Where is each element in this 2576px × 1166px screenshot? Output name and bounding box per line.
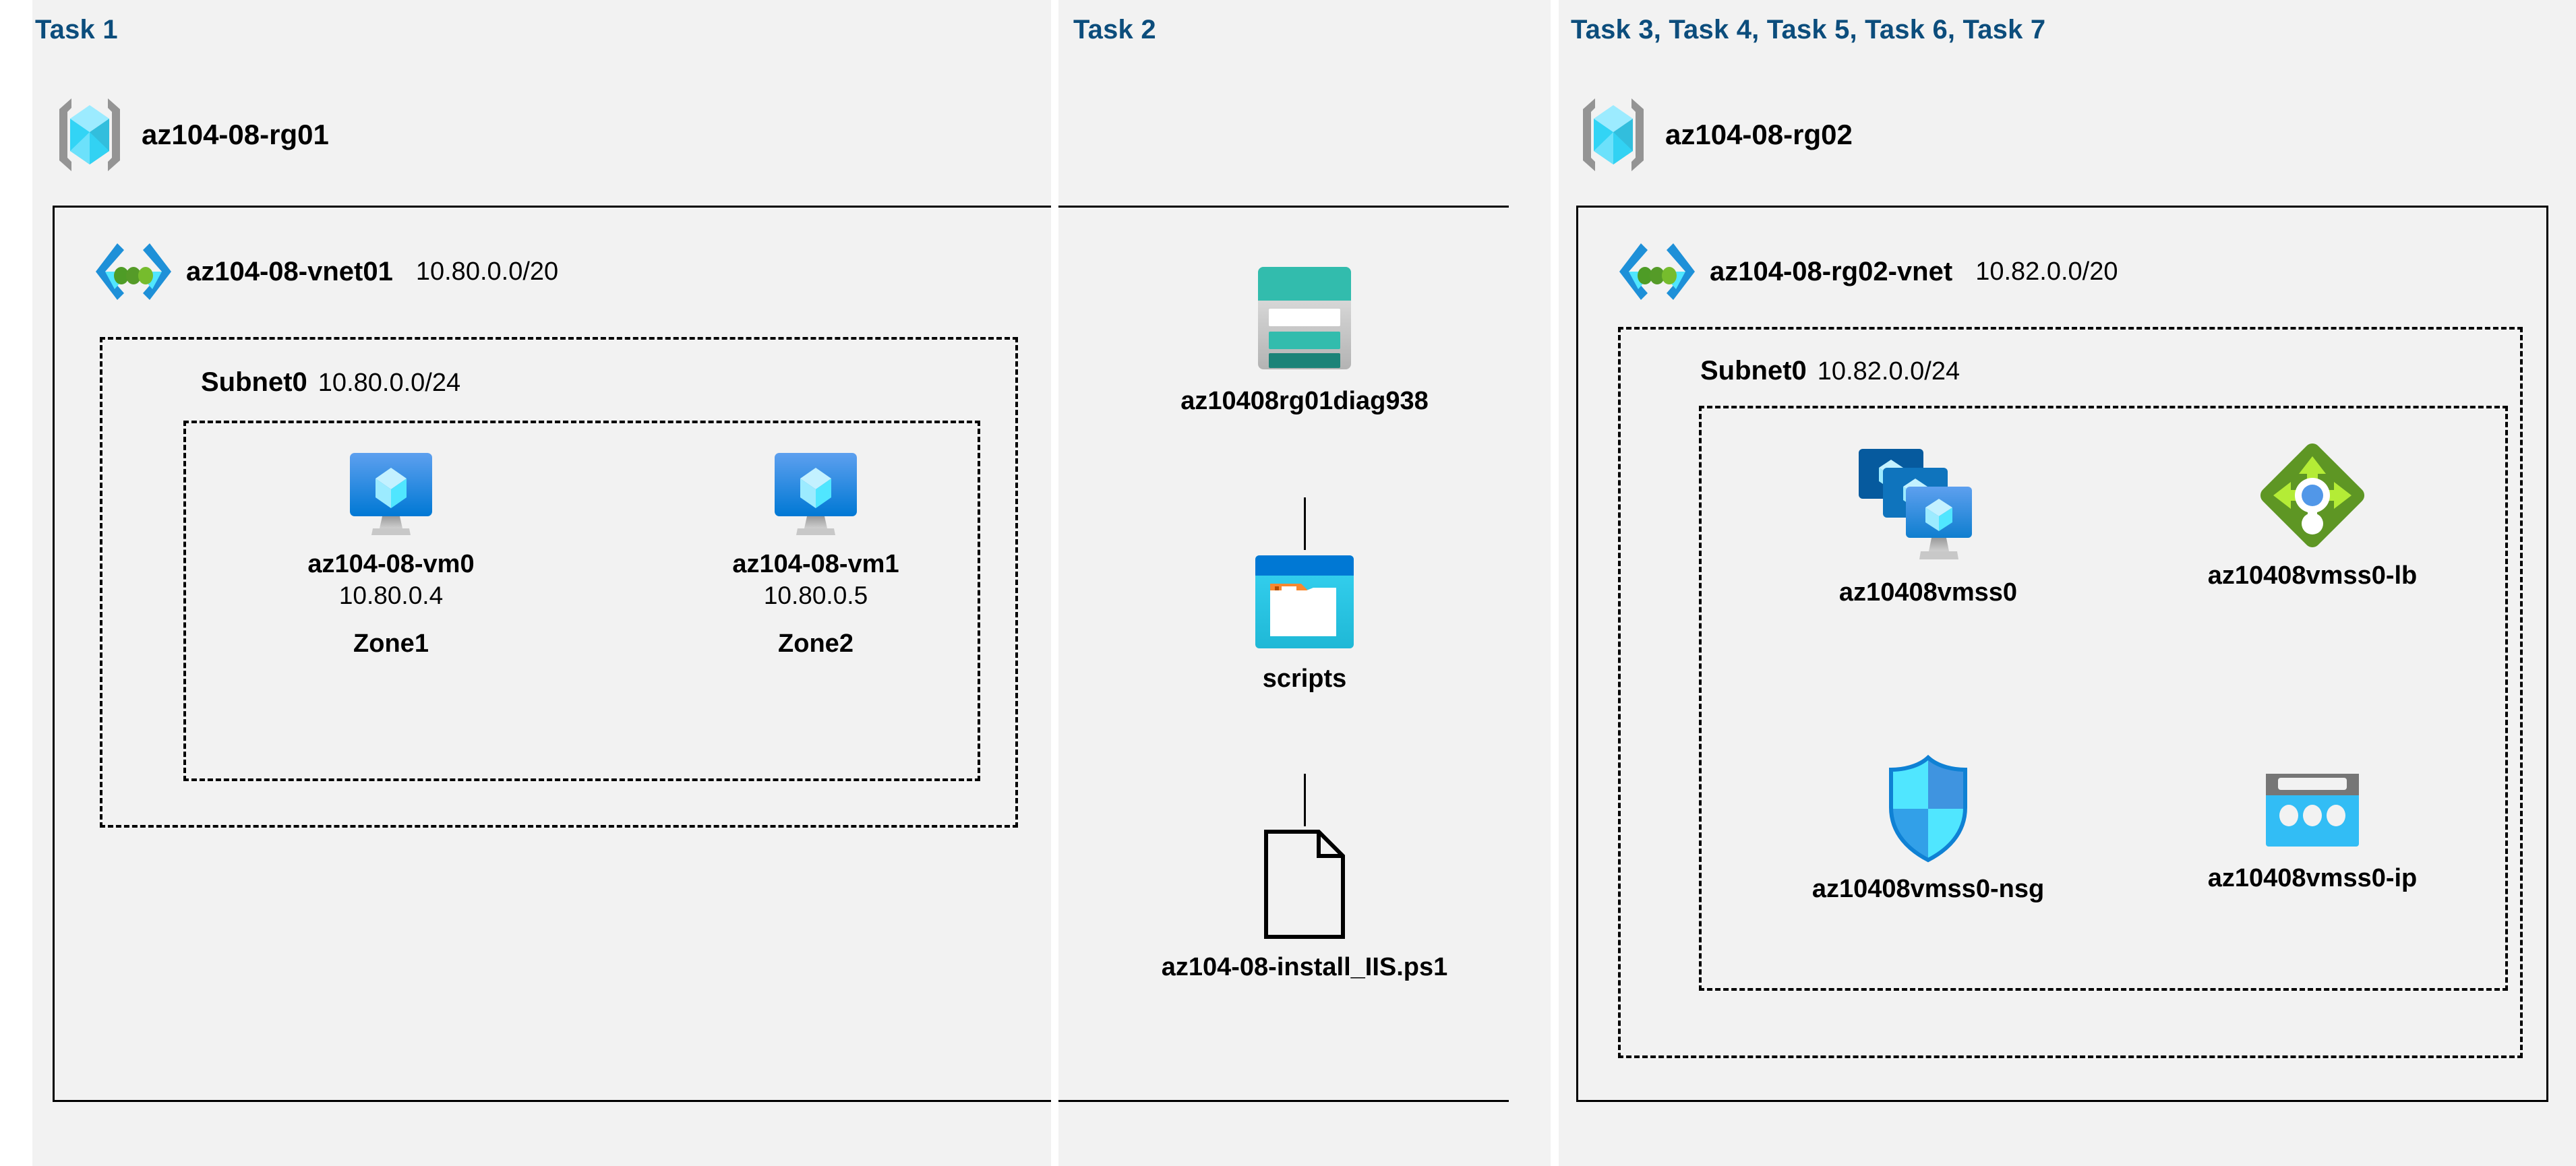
vm-scale-set-icon — [1857, 445, 1999, 566]
task-3-7-title: Task 3, Task 4, Task 5, Task 6, Task 7 — [1571, 15, 2046, 44]
virtual-network-icon — [94, 239, 173, 304]
subnet-0-rg02-boundary — [1618, 327, 2523, 1058]
network-security-group-az10408vmss0-nsg[interactable]: az10408vmss0-nsg — [1753, 754, 2103, 904]
blob-container-scripts[interactable]: scripts — [1187, 551, 1422, 694]
load-balancer-az10408vmss0-lb[interactable]: az10408vmss0-lb — [2144, 441, 2481, 591]
resource-group-rg01-label: az104-08-rg01 — [142, 119, 329, 150]
resource-group-rg02-row: az104-08-rg02 — [1576, 94, 1853, 175]
storage-account-az10408rg01diag938[interactable]: az10408rg01diag938 — [1146, 262, 1463, 417]
public-ip-address-label: az10408vmss0-ip — [2207, 864, 2418, 892]
vnet-rg02-name: az104-08-rg02-vnet — [1710, 256, 1953, 286]
storage-account-icon — [1254, 262, 1355, 375]
resource-group-icon — [1576, 94, 1650, 175]
vm-az104-08-vm1[interactable]: az104-08-vm1 10.80.0.5 Zone2 — [688, 452, 944, 658]
load-balancer-icon — [2258, 441, 2366, 549]
task-1-panel — [32, 0, 1051, 1166]
vnet-rg02-cidr: 10.82.0.0/20 — [1975, 257, 2118, 286]
script-file-icon — [1261, 828, 1348, 941]
vm-scale-set-az10408vmss0[interactable]: az10408vmss0 — [1753, 445, 2103, 608]
storage-account-label: az10408rg01diag938 — [1180, 387, 1429, 415]
vnet-01-row: az104-08-vnet01 10.80.0.0/20 — [94, 239, 558, 304]
blob-container-icon — [1254, 551, 1355, 652]
subnet-0-rg01-name: Subnet0 — [201, 367, 307, 397]
public-ip-address-az10408vmss0-ip[interactable]: az10408vmss0-ip — [2144, 768, 2481, 894]
column-gap-1 — [1051, 0, 1058, 1166]
vm-az104-08-vm1-label: az104-08-vm1 — [732, 550, 899, 578]
vm-az104-08-vm0-ip: 10.80.0.4 — [338, 582, 444, 610]
column-gap-2 — [1551, 0, 1559, 1166]
load-balancer-label: az10408vmss0-lb — [2207, 561, 2418, 590]
subnet-0-rg02-cidr: 10.82.0.0/24 — [1817, 357, 1960, 386]
resource-group-rg01-row: az104-08-rg01 — [53, 94, 329, 175]
virtual-network-icon — [1618, 239, 1696, 304]
vnet-01-cidr: 10.80.0.0/20 — [415, 257, 559, 286]
vm-az104-08-vm1-zone: Zone2 — [778, 630, 853, 658]
virtual-machine-icon — [772, 452, 860, 538]
resource-group-icon — [53, 94, 127, 175]
container-to-script-connector — [1304, 774, 1306, 826]
vnet-01-name: az104-08-vnet01 — [186, 256, 393, 286]
resource-group-rg02-label: az104-08-rg02 — [1665, 119, 1853, 150]
task-3-7-panel — [1559, 0, 2576, 1166]
subnet-0-rg02-name: Subnet0 — [1700, 356, 1807, 386]
virtual-machine-icon — [347, 452, 435, 538]
vm-az104-08-vm0-zone: Zone1 — [353, 630, 429, 658]
network-security-group-label: az10408vmss0-nsg — [1811, 875, 2045, 903]
blob-container-label: scripts — [1262, 665, 1347, 693]
task-2-title: Task 2 — [1073, 15, 1156, 44]
network-security-group-icon — [1884, 754, 1972, 863]
vm-az104-08-vm0[interactable]: az104-08-vm0 10.80.0.4 Zone1 — [263, 452, 519, 658]
vmss-resources-boundary — [1699, 406, 2508, 991]
vm-az104-08-vm1-ip: 10.80.0.5 — [763, 582, 868, 610]
vm-az104-08-vm0-label: az104-08-vm0 — [307, 550, 475, 578]
storage-to-container-connector — [1304, 497, 1306, 550]
public-ip-address-icon — [2262, 768, 2363, 852]
script-file-label: az104-08-install_IIS.ps1 — [1161, 953, 1448, 981]
subnet-0-rg01-boundary — [100, 337, 1018, 828]
vm-scale-set-label: az10408vmss0 — [1838, 578, 2018, 607]
vnet-rg02-boundary — [1576, 206, 2548, 1102]
subnet-0-rg02-row: Subnet0 10.82.0.0/24 — [1700, 356, 1960, 386]
vnet-rg02-row: az104-08-rg02-vnet 10.82.0.0/20 — [1618, 239, 2118, 304]
subnet-0-rg01-row: Subnet0 10.80.0.0/24 — [201, 367, 460, 398]
task-1-title: Task 1 — [35, 15, 118, 44]
subnet-0-rg01-cidr: 10.80.0.0/24 — [318, 369, 461, 397]
script-file-az104-08-install-iis[interactable]: az104-08-install_IIS.ps1 — [1106, 828, 1503, 983]
availability-zones-boundary — [183, 421, 980, 781]
